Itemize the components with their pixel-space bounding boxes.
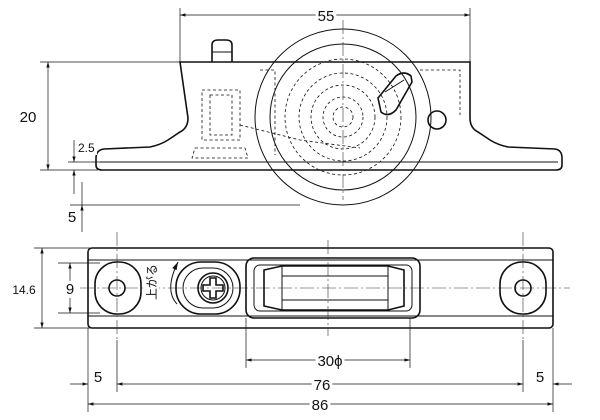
label-backdrop: [311, 377, 333, 394]
dim-left-margin: 5: [94, 369, 102, 386]
dim-hole-pitch: 76: [314, 377, 331, 394]
wheel-window-inner: [253, 264, 413, 312]
dim-overall-length: 86: [312, 397, 329, 414]
label-backdrop: [315, 353, 345, 370]
phillips-screw-icon: [202, 277, 224, 299]
dim-plate-height: 14.6: [12, 283, 36, 297]
rotate-up-arrow-icon: [170, 261, 179, 305]
label-backdrop: [65, 209, 79, 226]
dim-top-width: 55: [318, 8, 335, 25]
axle-hidden-circle: [332, 106, 354, 128]
label-backdrop: [533, 369, 547, 386]
bearing-hidden-circle-2: [298, 72, 388, 162]
dim-wheel-drop: 5: [68, 209, 76, 226]
side-dimensions: 55 20 2.5 5: [17, 8, 471, 232]
dim-slot-height: 9: [66, 281, 74, 298]
adjuster-hidden-inner: [209, 94, 233, 136]
roller-body-side: [95, 61, 563, 171]
adjust-up-label: 上がる: [144, 264, 159, 300]
hidden-frame-line-right: [420, 69, 461, 115]
adjust-stud: [211, 39, 233, 62]
label-backdrop: [144, 261, 159, 302]
label-backdrop: [76, 141, 98, 155]
adjuster-housing-inner: [182, 267, 234, 309]
top-dimensions: 14.6 9 30ϕ 5 76 5 86: [10, 247, 572, 414]
wheel-tread-top: [263, 265, 405, 311]
dim-flange-thickness: 2.5: [78, 141, 95, 155]
lever-groove: [384, 79, 405, 93]
dim-right-margin: 5: [536, 369, 544, 386]
wheel-window-outer: [245, 257, 421, 319]
label-backdrop: [63, 281, 77, 298]
adjuster-hidden-block: [201, 89, 241, 141]
label-backdrop: [309, 397, 331, 414]
label-backdrop: [91, 369, 105, 386]
adjust-screw-rim: [200, 275, 226, 301]
rivet-hole: [427, 110, 447, 130]
label-backdrop: [315, 8, 337, 25]
left-mount-slot: [94, 261, 142, 315]
dim-wheel-diameter: 30ϕ: [317, 353, 342, 370]
adjuster-housing-outer: [175, 261, 241, 315]
hidden-frame-line: [260, 69, 276, 155]
adjust-screw-head: [197, 272, 229, 304]
label-backdrop: [17, 109, 39, 126]
top-view: 上がる: [80, 232, 570, 340]
pivot-lever: [377, 72, 413, 116]
dim-height: 20: [20, 109, 37, 126]
adjuster-hidden-foot: [191, 147, 249, 159]
label-backdrop: [10, 283, 39, 297]
adjuster-hidden-link: [239, 124, 361, 149]
side-view: [95, 20, 563, 206]
